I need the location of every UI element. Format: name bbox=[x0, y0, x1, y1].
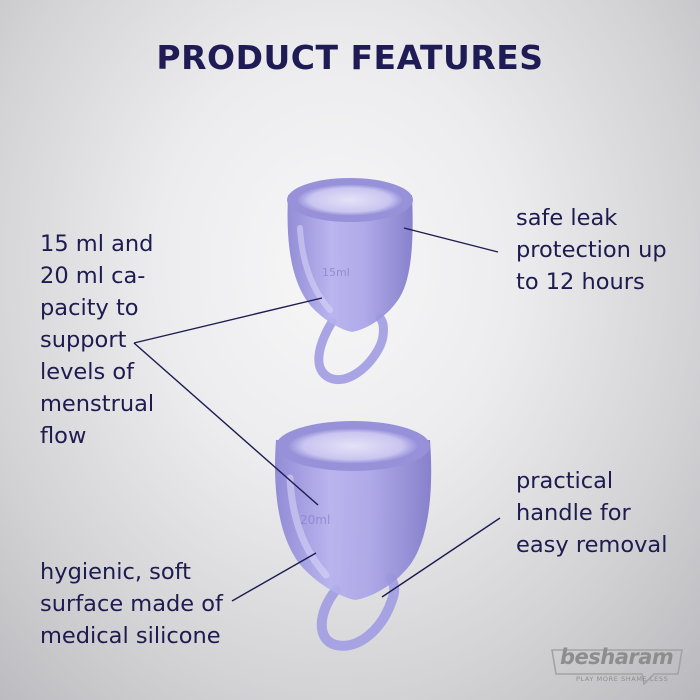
brand-logo-badge bbox=[551, 649, 683, 686]
leader-line-capacity-bottom bbox=[133, 342, 319, 506]
large-cup-label: 20ml bbox=[300, 513, 330, 527]
leader-line-capacity-top bbox=[133, 297, 323, 344]
brand-logo: besharam bbox=[560, 645, 674, 669]
feature-capacity: 15 ml and 20 ml ca- pacity to support le… bbox=[40, 231, 155, 449]
page-title: PRODUCT FEATURES bbox=[156, 38, 544, 77]
large-cup: 20ml bbox=[275, 421, 432, 651]
small-cup: 15ml bbox=[287, 178, 413, 384]
feature-silicone: hygienic, soft surface made of medical s… bbox=[40, 559, 223, 649]
brand-tagline: PLAY MORE SHAME LESS bbox=[576, 675, 669, 683]
feature-handle: practical handle for easy removal bbox=[516, 468, 668, 558]
leader-line-silicone bbox=[231, 552, 317, 602]
leader-line-leak bbox=[403, 227, 499, 253]
leader-line-handle bbox=[381, 517, 501, 598]
small-cup-label: 15ml bbox=[322, 266, 350, 279]
feature-leak-protection: safe leak protection up to 12 hours bbox=[516, 205, 667, 295]
